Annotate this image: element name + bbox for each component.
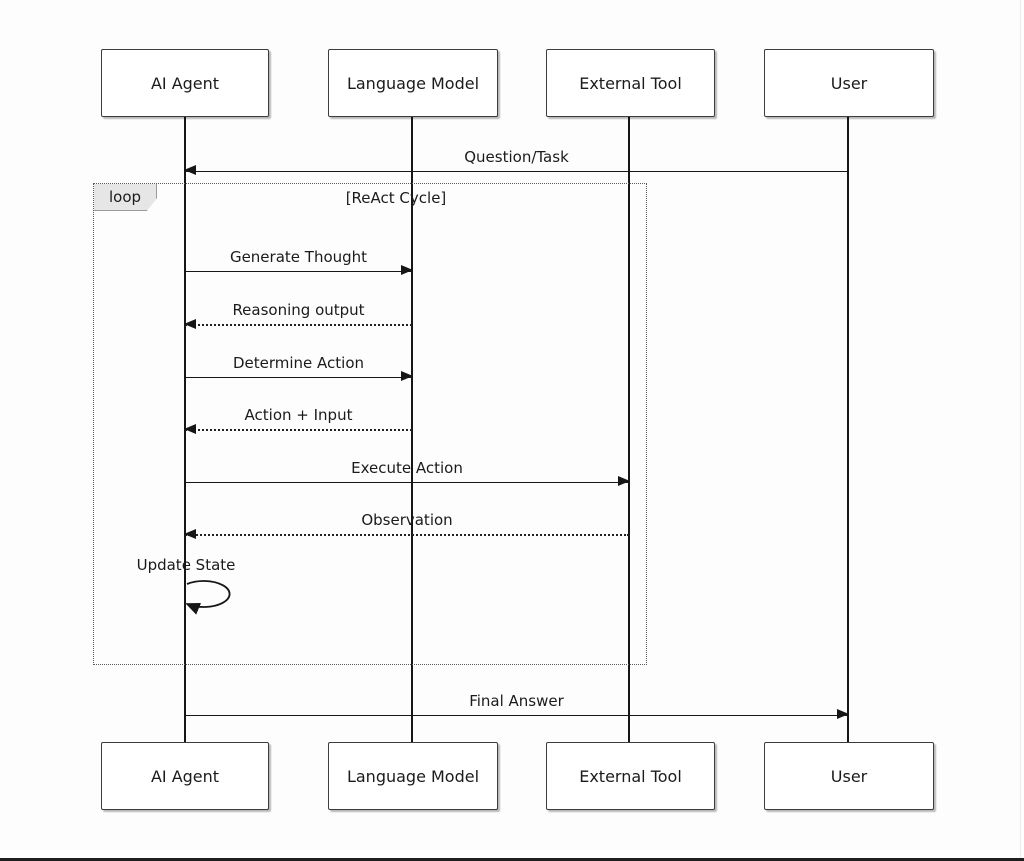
message-execute-action: Execute Action xyxy=(185,459,630,486)
actor-label-external-tool: External Tool xyxy=(579,766,682,786)
message-label: Observation xyxy=(361,511,453,529)
message-label: Generate Thought xyxy=(229,248,368,266)
actor-label-ai-agent: AI Agent xyxy=(150,73,220,93)
message-action-input: Action + Input xyxy=(184,406,412,434)
actor-label-external-tool: External Tool xyxy=(579,73,682,93)
message-label: Determine Action xyxy=(232,354,365,372)
page-edge-divider xyxy=(1020,0,1021,858)
loop-fragment: loop [ReAct Cycle] xyxy=(93,183,647,665)
lifeline-user xyxy=(847,116,849,744)
actor-box-ai-agent-top: AI Agent xyxy=(101,49,269,117)
arrowhead-right-icon xyxy=(401,371,413,381)
message-arrow-right xyxy=(185,476,630,486)
actor-box-external-tool-bottom: External Tool xyxy=(546,742,715,810)
actor-box-user-bottom: User xyxy=(764,742,934,810)
arrowhead-left-icon xyxy=(184,319,196,329)
arrowhead-left-icon xyxy=(184,165,196,175)
message-arrow-right xyxy=(185,371,413,381)
message-label: Final Answer xyxy=(469,692,564,710)
lifeline-external-tool xyxy=(628,116,630,744)
message-label: Action + Input xyxy=(244,406,353,424)
message-update-state-label: Update State xyxy=(136,556,236,574)
actor-box-external-tool-top: External Tool xyxy=(546,49,715,117)
message-determine-action: Determine Action xyxy=(185,354,413,381)
message-arrow-left xyxy=(184,165,848,175)
message-arrow-right xyxy=(185,265,413,275)
message-label: Question/Task xyxy=(464,148,569,166)
actor-box-language-model-bottom: Language Model xyxy=(328,742,498,810)
message-arrow-right xyxy=(185,709,849,719)
actor-label-ai-agent: AI Agent xyxy=(150,766,220,786)
message-reasoning-output: Reasoning output xyxy=(184,301,412,329)
actor-label-user: User xyxy=(830,766,868,786)
actor-box-user-top: User xyxy=(764,49,934,117)
self-loop-arrow-icon xyxy=(185,580,231,615)
actor-box-language-model-top: Language Model xyxy=(328,49,498,117)
message-observation: Observation xyxy=(184,511,629,539)
arrowhead-right-icon xyxy=(618,476,630,486)
actor-label-language-model: Language Model xyxy=(346,73,480,93)
message-final-answer: Final Answer xyxy=(185,692,849,719)
message-arrow-left-dotted xyxy=(184,424,412,434)
loop-tag: loop xyxy=(94,184,157,211)
message-label: Reasoning output xyxy=(232,301,365,319)
arrowhead-right-icon xyxy=(837,709,849,719)
arrowhead-left-icon xyxy=(184,424,196,434)
actor-box-ai-agent-bottom: AI Agent xyxy=(101,742,269,810)
message-arrow-left-dotted xyxy=(184,319,412,329)
actor-label-user: User xyxy=(830,73,868,93)
arrowhead-right-icon xyxy=(401,265,413,275)
actor-label-language-model: Language Model xyxy=(346,766,480,786)
arrowhead-left-icon xyxy=(184,529,196,539)
bottom-letterbox-bar xyxy=(0,858,1024,861)
message-question-task: Question/Task xyxy=(184,148,848,175)
message-label: Execute Action xyxy=(351,459,463,477)
lifeline-language-model xyxy=(411,116,413,744)
loop-guard-label: [ReAct Cycle] xyxy=(345,189,447,207)
message-arrow-left-dotted xyxy=(184,529,629,539)
message-generate-thought: Generate Thought xyxy=(185,248,413,275)
